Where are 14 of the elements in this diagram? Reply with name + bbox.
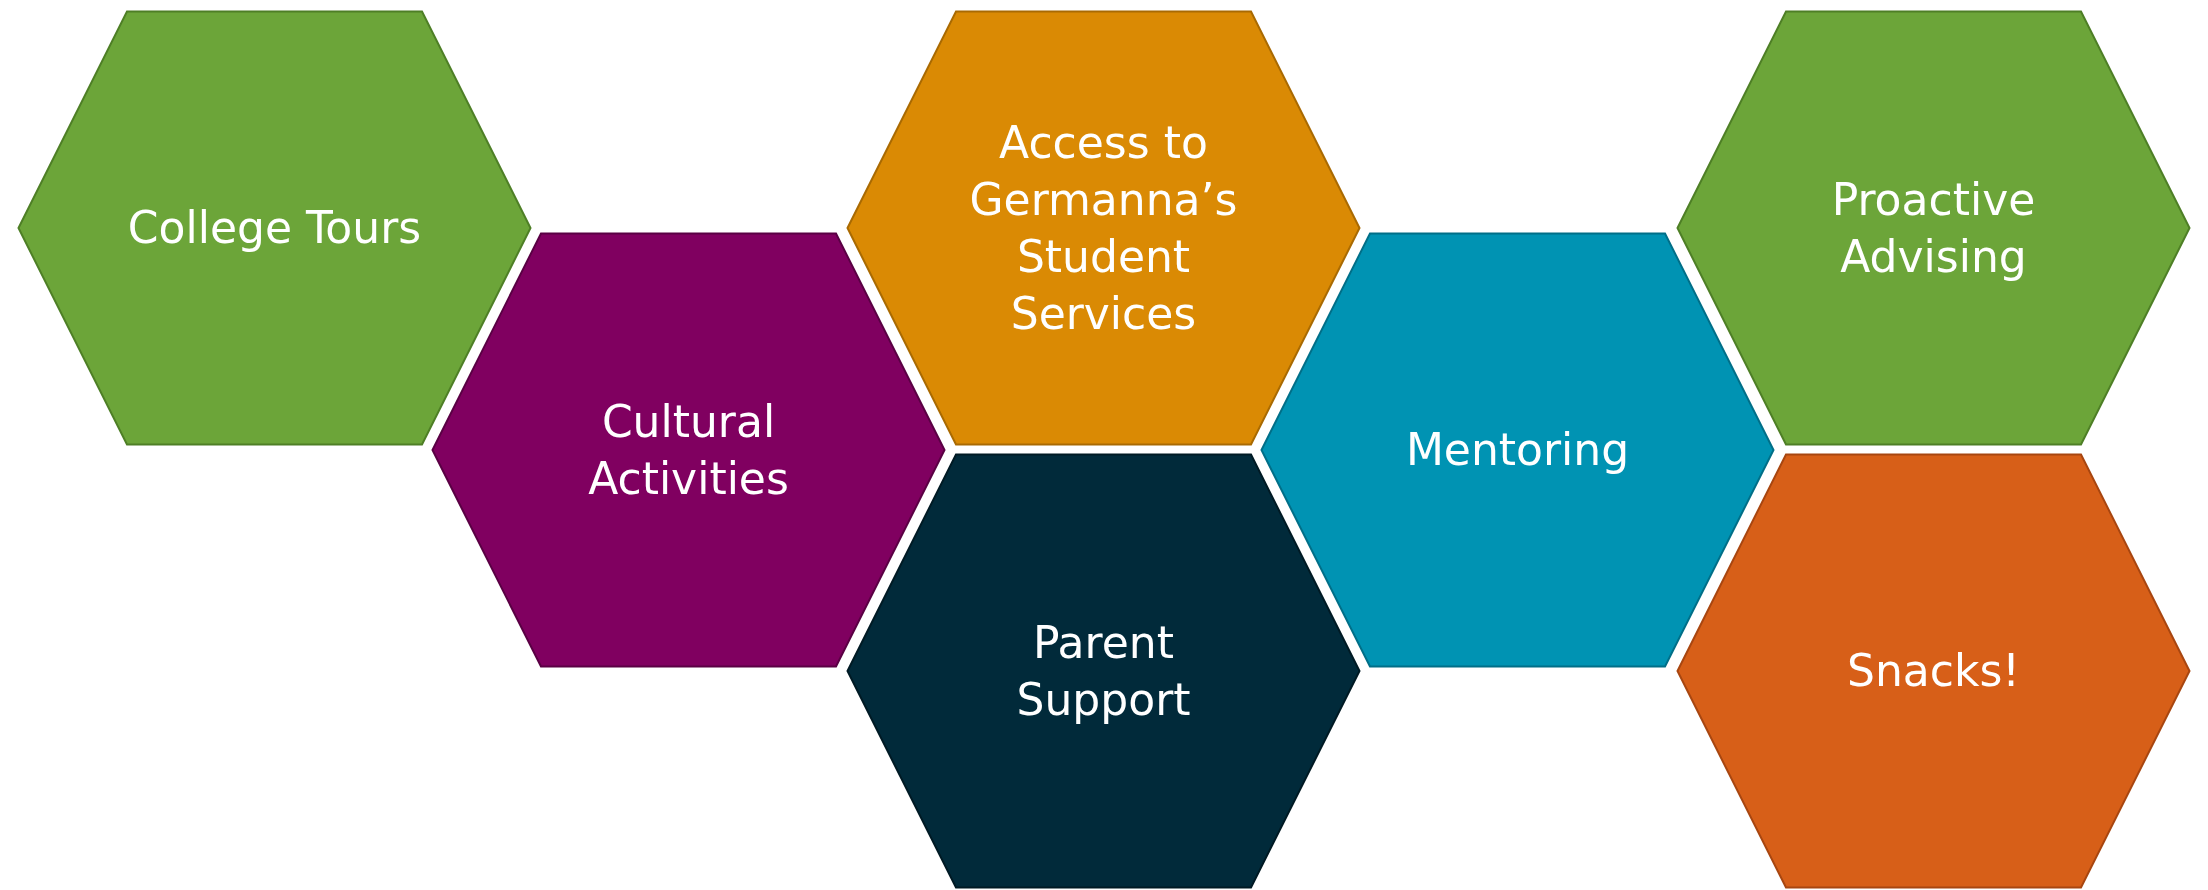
hexagon-tile: [1260, 232, 1775, 668]
hexagon-tile: [431, 232, 946, 668]
hexagon-tile: [846, 453, 1361, 889]
tile-label: Access to Germanna’s Student Services: [968, 115, 1239, 342]
hexagon-tile: [846, 10, 1361, 446]
tile-label: Mentoring: [1404, 423, 1631, 478]
hexagon-tile: [1676, 10, 2191, 446]
tile-label: Proactive Advising: [1830, 172, 2037, 284]
hexagon-tile: [17, 10, 532, 446]
hexagon-tile: [1676, 453, 2191, 889]
tile-label: College Tours: [126, 201, 423, 256]
tile-label: Cultural Activities: [587, 394, 790, 506]
tile-label: Snacks!: [1846, 644, 2021, 699]
tile-label: Parent Support: [1015, 615, 1192, 727]
